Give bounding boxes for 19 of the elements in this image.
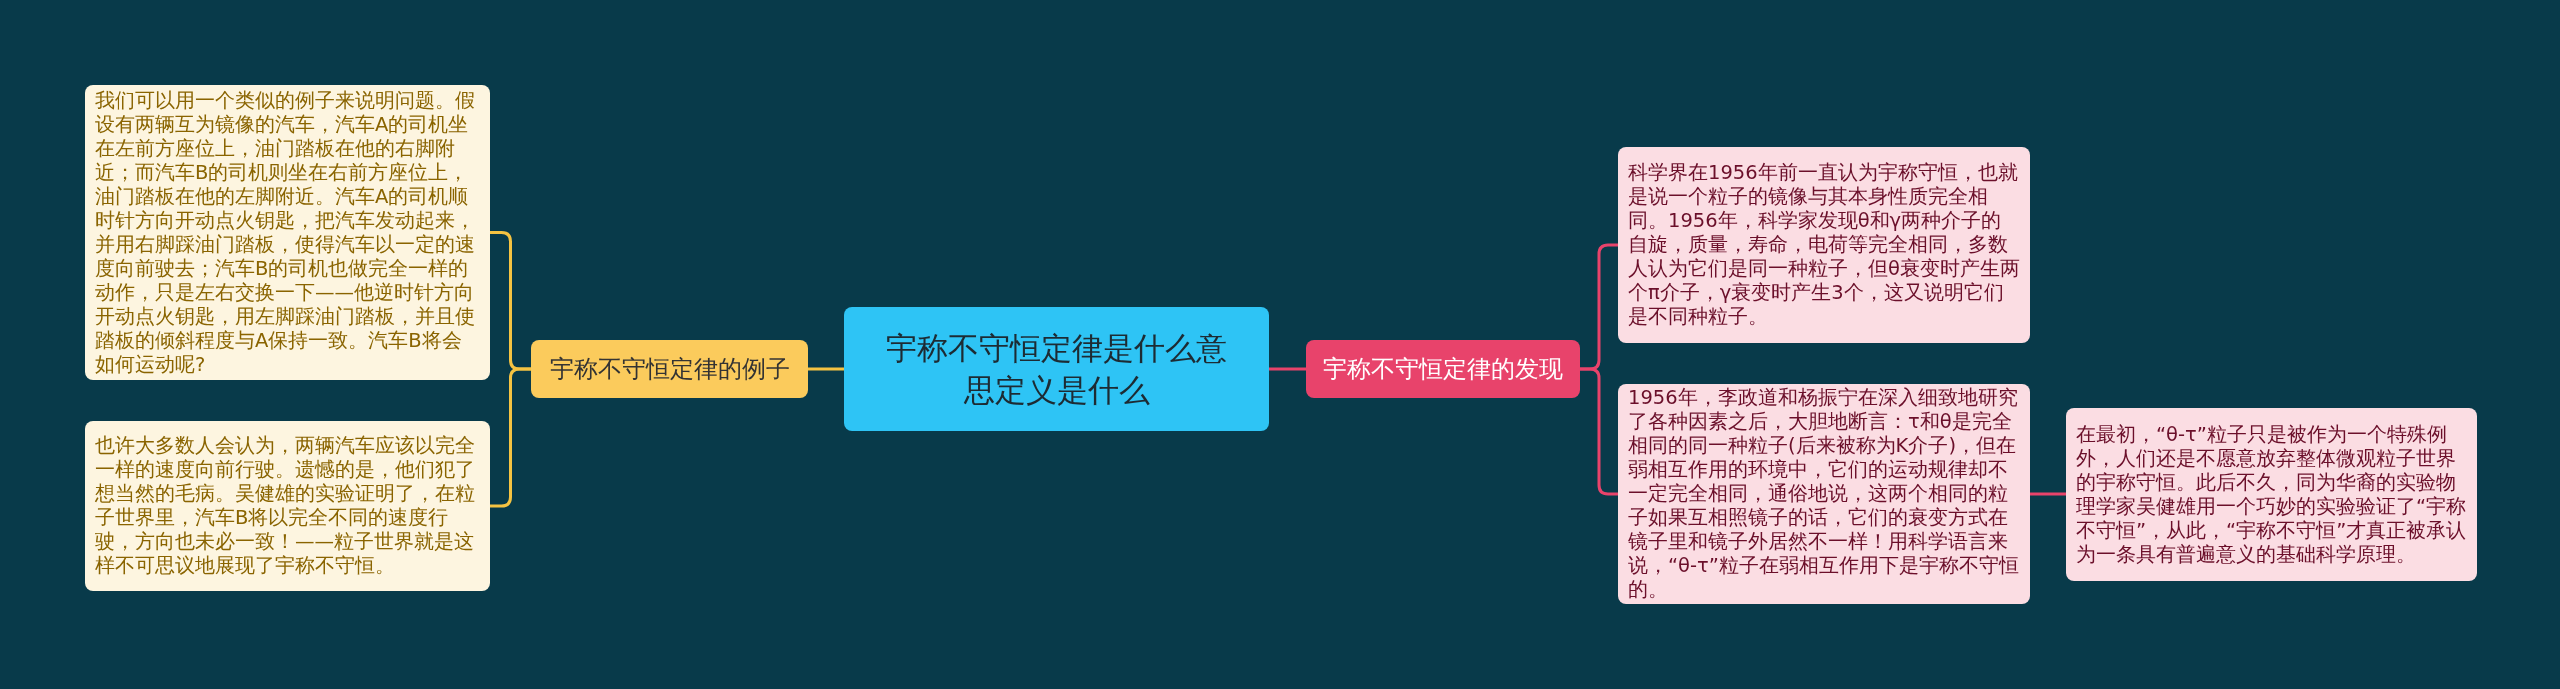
note-card [85, 421, 490, 591]
connector-line [1269, 367, 1306, 371]
note-text: 我们可以用一个类似的例子来说明问题。假设有两辆互为镜像的汽车，汽车A的司机坐在左前方座位上，油门踏板在他的右脚附近；而汽车B的司机则坐在右前方座位上，油门踏板在他的左脚附近。汽车A的司机顺时针方向开动点火钥匙，把汽车发动起来，并用右脚踩油门踏板，使得汽车以一定的速度向前驶去；汽车B的司机也做完全一样的动作，只是左右交换一下——他逆时针方向开动点火钥匙，用左脚踩油门踏板，并且使踏板的倾斜程度与A保持一致。汽车B将会如何运动呢? [95, 88, 476, 377]
note-text: 科学界在1956年前一直认为宇称守恒，也就是说一个粒子的镜像与其本身性质完全相同。1956年，科学家发现θ和γ两种介子的自旋，质量，寿命，电荷等完全相同，多数人认为它们是同一种粒子，但θ衰变时产生两个π介子，γ衰变时产生3个，这又说明它们是不同种粒子。 [1628, 161, 2020, 329]
note-text: 1956年，李政道和杨振宁在深入细致地研究了各种因素之后，大胆地断言：τ和θ是完全相同的同一种粒子(后来被称为K介子)，但在弱相互作用的环境中，它们的运动规律却不一定完全相同，通俗地说，这两个相同的粒子如果互相照镜子的话，它们的衰变方式在镜子里和镜子外居然不一样！用科学语言来说，“θ-τ”粒子在弱相互作用下是宇称不守恒的。 [1628, 386, 2020, 602]
connector-line [490, 367, 531, 508]
note-card [1618, 147, 2030, 343]
note-card [2066, 408, 2477, 581]
branch-label: 宇称不守恒定律的例子 [549, 354, 790, 385]
connector-line [2030, 492, 2066, 496]
central-topic-box [844, 307, 1269, 431]
branch-box [531, 340, 808, 398]
note-text: 在最初，“θ-τ”粒子只是被作为一个特殊例外，人们还是不愿意放弃整体微观粒子世界的宇称守恒。此后不久，同为华裔的实验物理学家吴健雄用一个巧妙的实验验证了“宇称不守恒”，从此，“宇称不守恒”才真正被承认为一条具有普遍意义的基础科学原理。 [2076, 422, 2467, 567]
note-text: 也许大多数人会认为，两辆汽车应该以完全一样的速度向前行驶。遗憾的是，他们犯了想当然的毛病。吴健雄的实验证明了，在粒子世界里，汽车B将以完全不同的速度行驶，方向也未必一致！——粒子世界就是这样不可思议地展现了宇称不守恒。 [95, 434, 476, 578]
branch-label: 宇称不守恒定律的发现 [1323, 354, 1563, 385]
connector-line [1580, 367, 1618, 496]
connector-line [808, 367, 844, 371]
branch-box [1306, 340, 1580, 398]
topic-title: 宇称不守恒定律是什么意思定义是什么 [885, 329, 1228, 410]
